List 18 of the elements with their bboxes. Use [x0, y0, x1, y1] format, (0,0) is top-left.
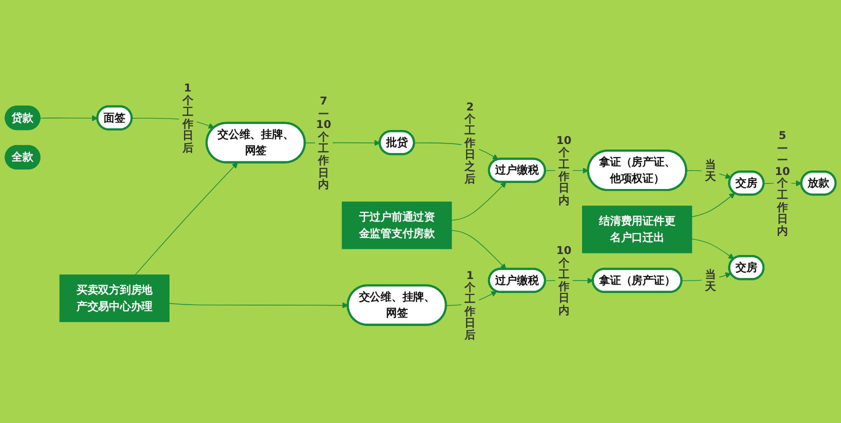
edge-label: 7—10个工作日内	[316, 94, 332, 191]
edge-label: 5——10个工作日内	[774, 128, 790, 238]
node-box: 于过户前通过资金监管支付房款	[342, 202, 452, 250]
arrow	[168, 302, 348, 308]
node-box: 结清费用证件更名户口迁出	[582, 206, 692, 254]
arrow	[691, 238, 734, 260]
node-box: 买卖双方到房地产交易中心办理	[59, 274, 170, 322]
arrow	[40, 115, 98, 122]
arrow	[691, 192, 736, 218]
arrow	[681, 272, 732, 282]
arrow	[450, 182, 506, 221]
edge-label: 2个工作日之后	[464, 100, 476, 185]
edge-label: 10个工作日内	[556, 134, 572, 206]
arrow	[134, 162, 238, 276]
edge-label: 10个工作日内	[556, 244, 572, 317]
edge-label: 1个工作日后	[182, 81, 194, 154]
edge-label: 1个工作日后	[464, 268, 476, 342]
arrow	[450, 230, 506, 270]
